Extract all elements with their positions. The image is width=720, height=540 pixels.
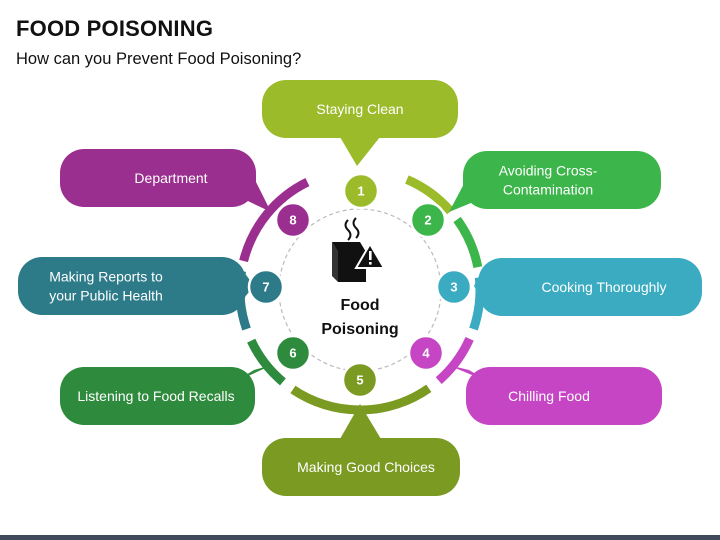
callout-text: Staying Clean bbox=[316, 101, 403, 117]
callout-4: Chilling Food bbox=[448, 365, 662, 425]
ring-segment-1 bbox=[405, 175, 454, 215]
callout-pointer bbox=[340, 404, 381, 439]
step-number: 7 bbox=[262, 280, 269, 295]
callout-text: Listening to Food Recalls bbox=[77, 388, 234, 404]
callout-pointer bbox=[340, 137, 380, 166]
number-nodes: 1 2 3 4 5 6 7 8 bbox=[247, 172, 473, 399]
step-circle bbox=[274, 334, 312, 372]
ring-segment-4 bbox=[435, 336, 474, 384]
step-number: 8 bbox=[289, 213, 296, 228]
food-box-warning-icon bbox=[332, 217, 386, 282]
callout-bubble bbox=[18, 257, 246, 315]
page-subtitle: How can you Prevent Food Poisoning? bbox=[16, 50, 302, 68]
step-node-3: 3 bbox=[435, 268, 473, 306]
step-number: 1 bbox=[357, 184, 364, 199]
step-node-6: 6 bbox=[274, 334, 312, 372]
step-circle bbox=[407, 334, 445, 372]
callout-5: Making Good Choices bbox=[262, 404, 460, 496]
callout-3: Cooking Thoroughly bbox=[474, 258, 702, 316]
step-node-8: 8 bbox=[274, 201, 312, 239]
ring-segment-6 bbox=[247, 338, 286, 386]
callout-text: Avoiding Cross- bbox=[499, 163, 598, 179]
callout-text: Making Good Choices bbox=[297, 459, 435, 475]
step-number: 2 bbox=[424, 213, 431, 228]
callout-1: Staying Clean bbox=[262, 80, 458, 166]
step-node-5: 5 bbox=[341, 361, 379, 399]
footer-bar bbox=[0, 535, 720, 540]
callout-bubble bbox=[262, 80, 458, 138]
step-node-1: 1 bbox=[342, 172, 380, 210]
step-circle bbox=[341, 361, 379, 399]
step-number: 6 bbox=[289, 346, 296, 361]
callout-bubble bbox=[60, 367, 255, 425]
callout-text: Department bbox=[134, 170, 207, 186]
callout-text: Cooking Thoroughly bbox=[541, 279, 666, 295]
callout-6: Listening to Food Recalls bbox=[60, 365, 272, 425]
callout-text: Making Reports to bbox=[49, 269, 163, 285]
callout-bubble bbox=[466, 367, 662, 425]
step-number: 5 bbox=[356, 373, 363, 388]
callout-bubble bbox=[262, 438, 460, 496]
center-title-line2: Poisoning bbox=[321, 321, 398, 338]
callout-bubble bbox=[478, 258, 702, 316]
callout-text: Chilling Food bbox=[508, 388, 590, 404]
step-circle bbox=[247, 268, 285, 306]
callout-text: your Public Health bbox=[49, 288, 163, 304]
center-title-line1: Food bbox=[340, 297, 379, 314]
step-node-2: 2 bbox=[409, 201, 447, 239]
step-number: 4 bbox=[422, 346, 430, 361]
callout-bubble bbox=[463, 151, 661, 209]
ring-segment-8 bbox=[239, 178, 310, 263]
step-node-4: 4 bbox=[407, 334, 445, 372]
step-circle bbox=[342, 172, 380, 210]
step-circle bbox=[435, 268, 473, 306]
ring-segment-2 bbox=[453, 216, 483, 269]
callout-8: Department bbox=[60, 149, 271, 212]
callout-bubble bbox=[60, 149, 256, 207]
step-node-7: 7 bbox=[247, 268, 285, 306]
step-circle bbox=[409, 201, 447, 239]
callout-2: Avoiding Cross- Contamination bbox=[449, 151, 661, 212]
step-number: 3 bbox=[450, 280, 457, 295]
callout-text: Contamination bbox=[503, 182, 593, 198]
page-title: FOOD POISONING bbox=[16, 16, 214, 41]
callout-7: Making Reports to your Public Health bbox=[18, 257, 254, 315]
step-circle bbox=[274, 201, 312, 239]
